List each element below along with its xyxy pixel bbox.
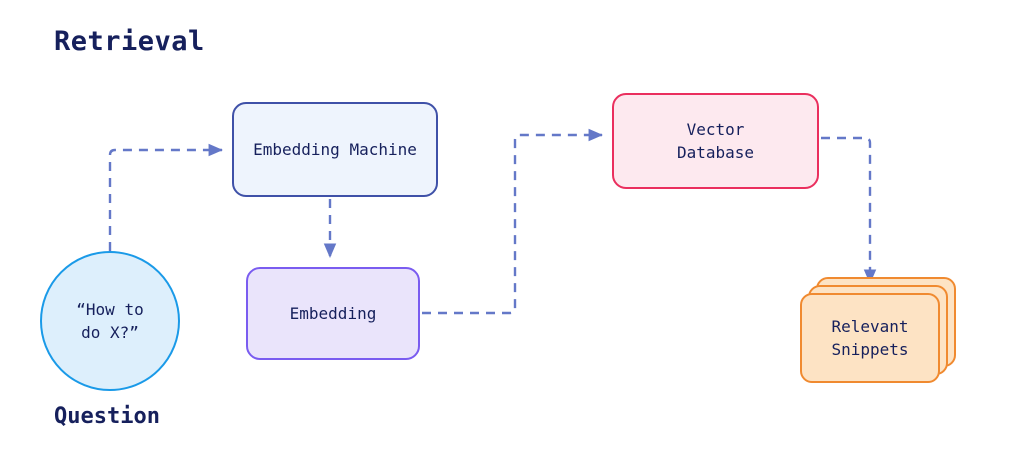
- edge-question-to-embedding-machine: [108, 143, 223, 251]
- node-question-caption: Question: [54, 404, 160, 429]
- edge-vector-database-to-relevant-snippets: [821, 136, 877, 284]
- node-embedding-machine[interactable]: Embedding Machine: [232, 102, 438, 197]
- snippet-card-front: Relevant Snippets: [800, 293, 940, 383]
- node-vector-database[interactable]: Vector Database: [612, 93, 819, 189]
- node-embedding[interactable]: Embedding: [246, 267, 420, 360]
- node-question[interactable]: “How to do X?”: [40, 251, 180, 391]
- edge-embedding-to-vector-database: [422, 128, 603, 315]
- node-relevant-snippets[interactable]: Relevant Snippets: [800, 277, 956, 383]
- page-title: Retrieval: [54, 26, 205, 57]
